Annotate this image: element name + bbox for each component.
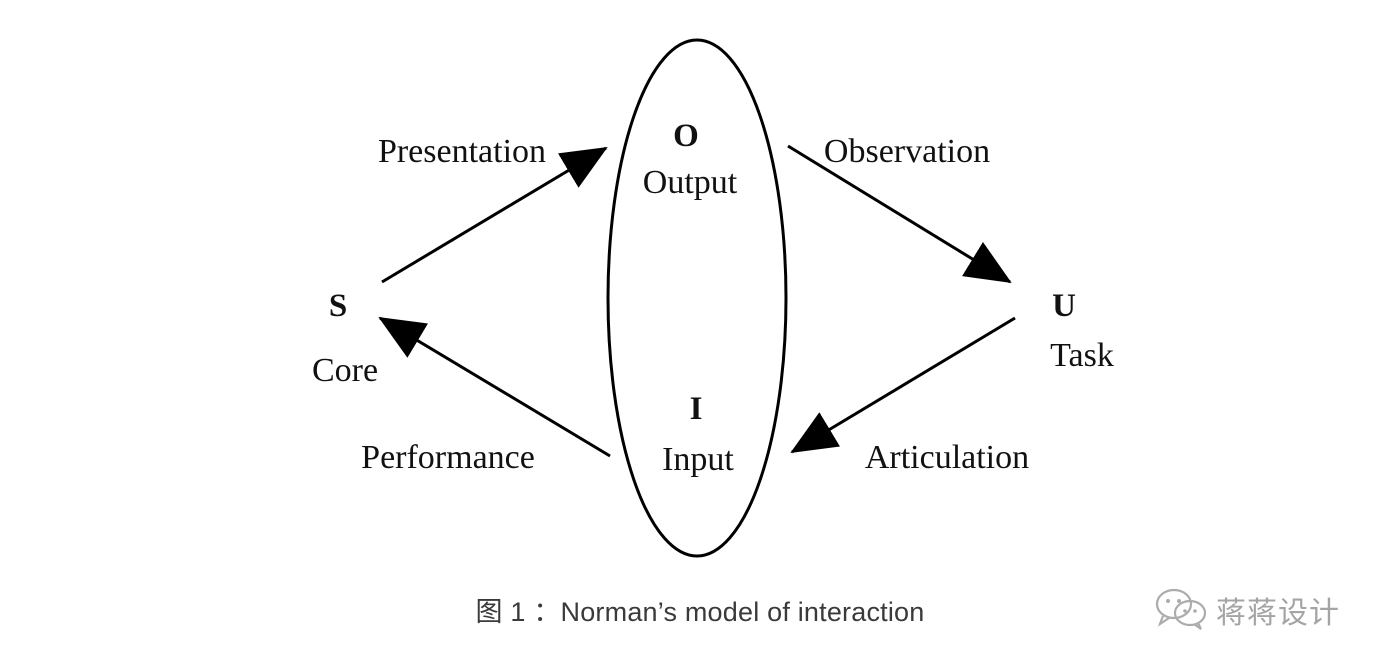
output-letter: O bbox=[673, 118, 699, 154]
performance-label: Performance bbox=[361, 439, 535, 476]
watermark: 蒋蒋设计 bbox=[1152, 587, 1340, 633]
watermark-text: 蒋蒋设计 bbox=[1216, 596, 1340, 631]
output-label: Output bbox=[643, 164, 738, 201]
observation-label: Observation bbox=[824, 133, 990, 170]
user-label: Task bbox=[1050, 337, 1114, 374]
input-label: Input bbox=[662, 441, 734, 478]
observation-arrow bbox=[787, 144, 1012, 284]
presentation-label: Presentation bbox=[378, 133, 546, 170]
wechat-icon bbox=[1152, 586, 1210, 635]
performance-arrow bbox=[378, 316, 611, 458]
interface-ellipse bbox=[606, 38, 788, 558]
system-label: Core bbox=[312, 352, 378, 389]
articulation-label: Articulation bbox=[865, 439, 1029, 476]
system-letter: S bbox=[329, 288, 347, 324]
input-letter: I bbox=[690, 391, 703, 427]
user-letter: U bbox=[1052, 288, 1076, 324]
presentation-arrow bbox=[381, 146, 608, 284]
articulation-arrow bbox=[790, 316, 1016, 454]
figure-caption: 图 1 ：Norman’s model of interaction bbox=[475, 597, 925, 627]
